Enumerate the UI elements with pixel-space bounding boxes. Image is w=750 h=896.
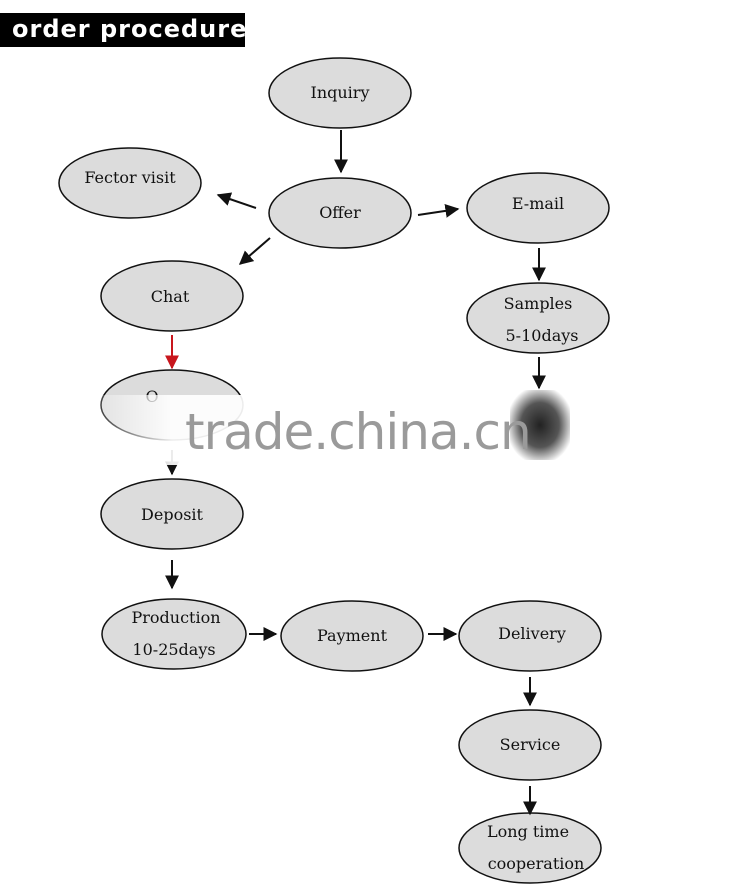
node-fector-visit: Fector visit [58, 147, 202, 219]
watermark-text: trade.china.cn [185, 403, 532, 461]
node-fector-visit-label: Fector visit [84, 168, 176, 187]
node-delivery: Delivery [458, 600, 602, 672]
page-title: order procedure [12, 15, 248, 43]
node-email-label: E-mail [512, 194, 564, 213]
node-offer-label: Offer [319, 203, 361, 222]
node-payment: Payment [280, 600, 424, 672]
node-deposit: Deposit [100, 478, 244, 550]
arrow-offer-fector-visit [216, 192, 257, 209]
node-delivery-label: Delivery [498, 624, 566, 643]
node-service-label: Service [500, 735, 561, 754]
node-long-time-cooperation: Long time cooperation [458, 812, 602, 884]
node-offer: Offer [268, 177, 412, 249]
node-inquiry: Inquiry [268, 57, 412, 129]
title-bar: order procedure [0, 13, 248, 47]
node-payment-label: Payment [317, 626, 388, 645]
node-chat-label: Chat [151, 287, 190, 306]
node-deposit-label: Deposit [141, 505, 204, 524]
watermark-blot [510, 390, 570, 460]
node-production-label-2: 10-25days [132, 640, 215, 659]
node-email: E-mail [466, 172, 610, 244]
node-long-time-label-1: Long time [487, 822, 569, 841]
arrow-offer-email [417, 203, 460, 218]
node-samples-label-2: 5-10days [506, 326, 579, 345]
node-chat: Chat [100, 260, 244, 332]
node-production-label-1: Production [131, 608, 220, 627]
watermark: trade.china.cn [100, 390, 580, 465]
node-long-time-label-2: cooperation [488, 854, 585, 873]
arrow-offer-chat [238, 237, 271, 265]
node-samples: Samples 5-10days [466, 282, 610, 354]
node-service: Service [458, 709, 602, 781]
node-samples-label-1: Samples [504, 294, 573, 313]
node-production: Production 10-25days [101, 598, 247, 670]
node-inquiry-label: Inquiry [311, 83, 370, 102]
